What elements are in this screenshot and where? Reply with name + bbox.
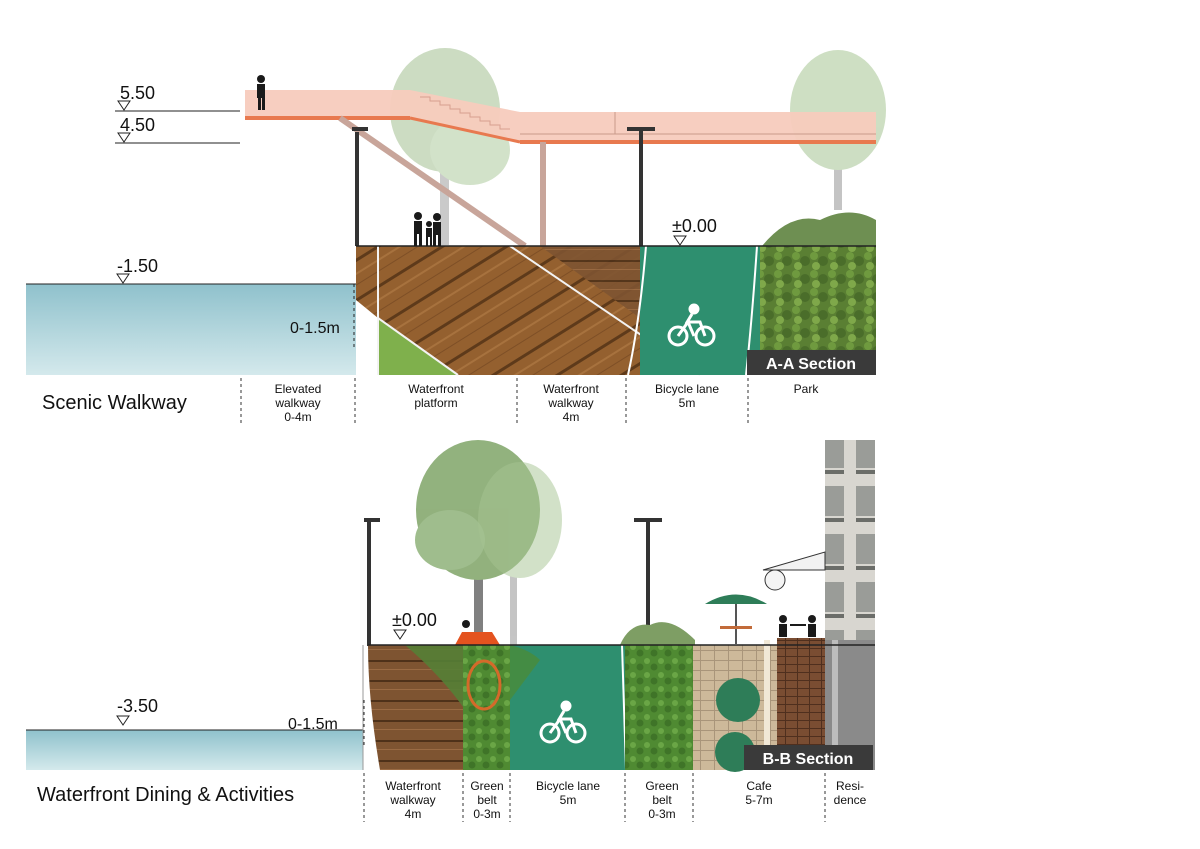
background-tree-b2 [478,462,562,645]
zone-label-line: Cafe [746,779,772,793]
planter-ring [466,659,502,711]
section-badge-a-label: A-A Section [766,356,856,373]
section-a-zone-label: Park [794,382,820,396]
section-b-title: Waterfront Dining & Activities [37,784,294,806]
zone-label-line: Green [470,779,503,793]
zone-label-line: 0-3m [648,807,675,821]
zone-label-line: Waterfront [543,382,599,396]
elevation-ground-b: ±0.00 [392,610,437,630]
park-shrubs [762,212,876,246]
zone-label-line: walkway [274,396,320,410]
zone-label-line: 5m [679,396,696,410]
elevation-triangle-icon [117,100,131,111]
zone-label-line: 4m [405,807,422,821]
patio-umbrella-icon [705,594,767,644]
zone-label-line: walkway [389,793,435,807]
elevation-mid: 4.50 [120,115,155,135]
elevation-triangle-icon [116,715,130,726]
elevation-triangle-icon [116,273,130,284]
water-a [26,284,356,375]
zone-label-line: Bicycle lane [536,779,600,793]
section-badge-b-label: B-B Section [763,751,854,768]
elevated-walkway [245,90,876,144]
diners-silhouette-icon [779,615,816,637]
section-a-title: Scenic Walkway [42,392,187,414]
zone-label-line: 5-7m [745,793,772,807]
waterfront-platform [356,246,640,375]
zone-label-line: Bicycle lane [655,382,719,396]
section-b-zone-label: Resi-dence [834,779,867,807]
elevation-water-a: -1.50 [117,256,158,276]
zone-label-line: platform [414,396,457,410]
elevation-triangle-icon [117,132,131,143]
bridge-column [540,142,546,246]
lamp-post-a1 [352,127,368,246]
umbrella-top-icon [716,678,760,722]
shrubs-b [620,622,695,645]
zone-label-line: 0-3m [473,807,500,821]
section-badge-b [744,745,873,770]
cafe-awning [762,551,826,571]
background-tree-a1 [390,48,510,245]
bicycle-icon [667,303,716,347]
bench-icon [455,632,500,645]
lamp-post-b2 [634,518,662,645]
elevation-triangle-icon [393,629,407,640]
zone-label-line: 4m [563,410,580,424]
zone-label-line: 5m [560,793,577,807]
zone-label-line: Green [645,779,678,793]
zone-label-line: belt [652,793,672,807]
lamp-post-a2 [627,127,655,247]
zone-label-line: Elevated [275,382,322,396]
depth-label-a: 0-1.5m [290,320,340,337]
zone-label-line: Waterfront [385,779,441,793]
section-a-a: 5.50 4.50 -1.50 ±0.00 0-1.5m A-A Section… [26,48,886,425]
elevation-triangle-icon [673,235,687,246]
family-silhouette-icon [414,212,441,246]
zone-label-line: dence [834,793,867,807]
zone-dividers-b [363,773,826,822]
elevation-top: 5.50 [120,83,155,103]
zone-label-line: belt [477,793,497,807]
zone-label-line: 0-4m [284,410,311,424]
person-photographer-icon [257,75,265,110]
water-b [26,730,363,770]
bicycle-lane-a [640,246,760,375]
person-seated-icon [462,620,470,628]
zone-label-line: walkway [547,396,593,410]
bridge-strut [338,115,527,249]
zone-label-line: Resi- [836,779,864,793]
zone-label-line: Waterfront [408,382,464,396]
bicycle-icon-b [539,700,587,744]
elevation-water-b: -3.50 [117,696,158,716]
residence-building [825,440,875,640]
section-badge-a [747,350,876,375]
cafe-sign-icon [764,569,786,591]
depth-label-b: 0-1.5m [288,716,338,733]
waterfront-walkway-deck [540,246,640,318]
elevation-ground-a: ±0.00 [672,216,717,236]
zone-dividers-a [240,378,749,425]
section-b-b: ±0.00 -3.50 0-1.5m B-B Section Waterfron… [26,440,875,822]
green-belt-b2 [625,645,693,770]
lamp-post-b1 [364,518,380,646]
zone-label-line: Park [794,382,820,396]
